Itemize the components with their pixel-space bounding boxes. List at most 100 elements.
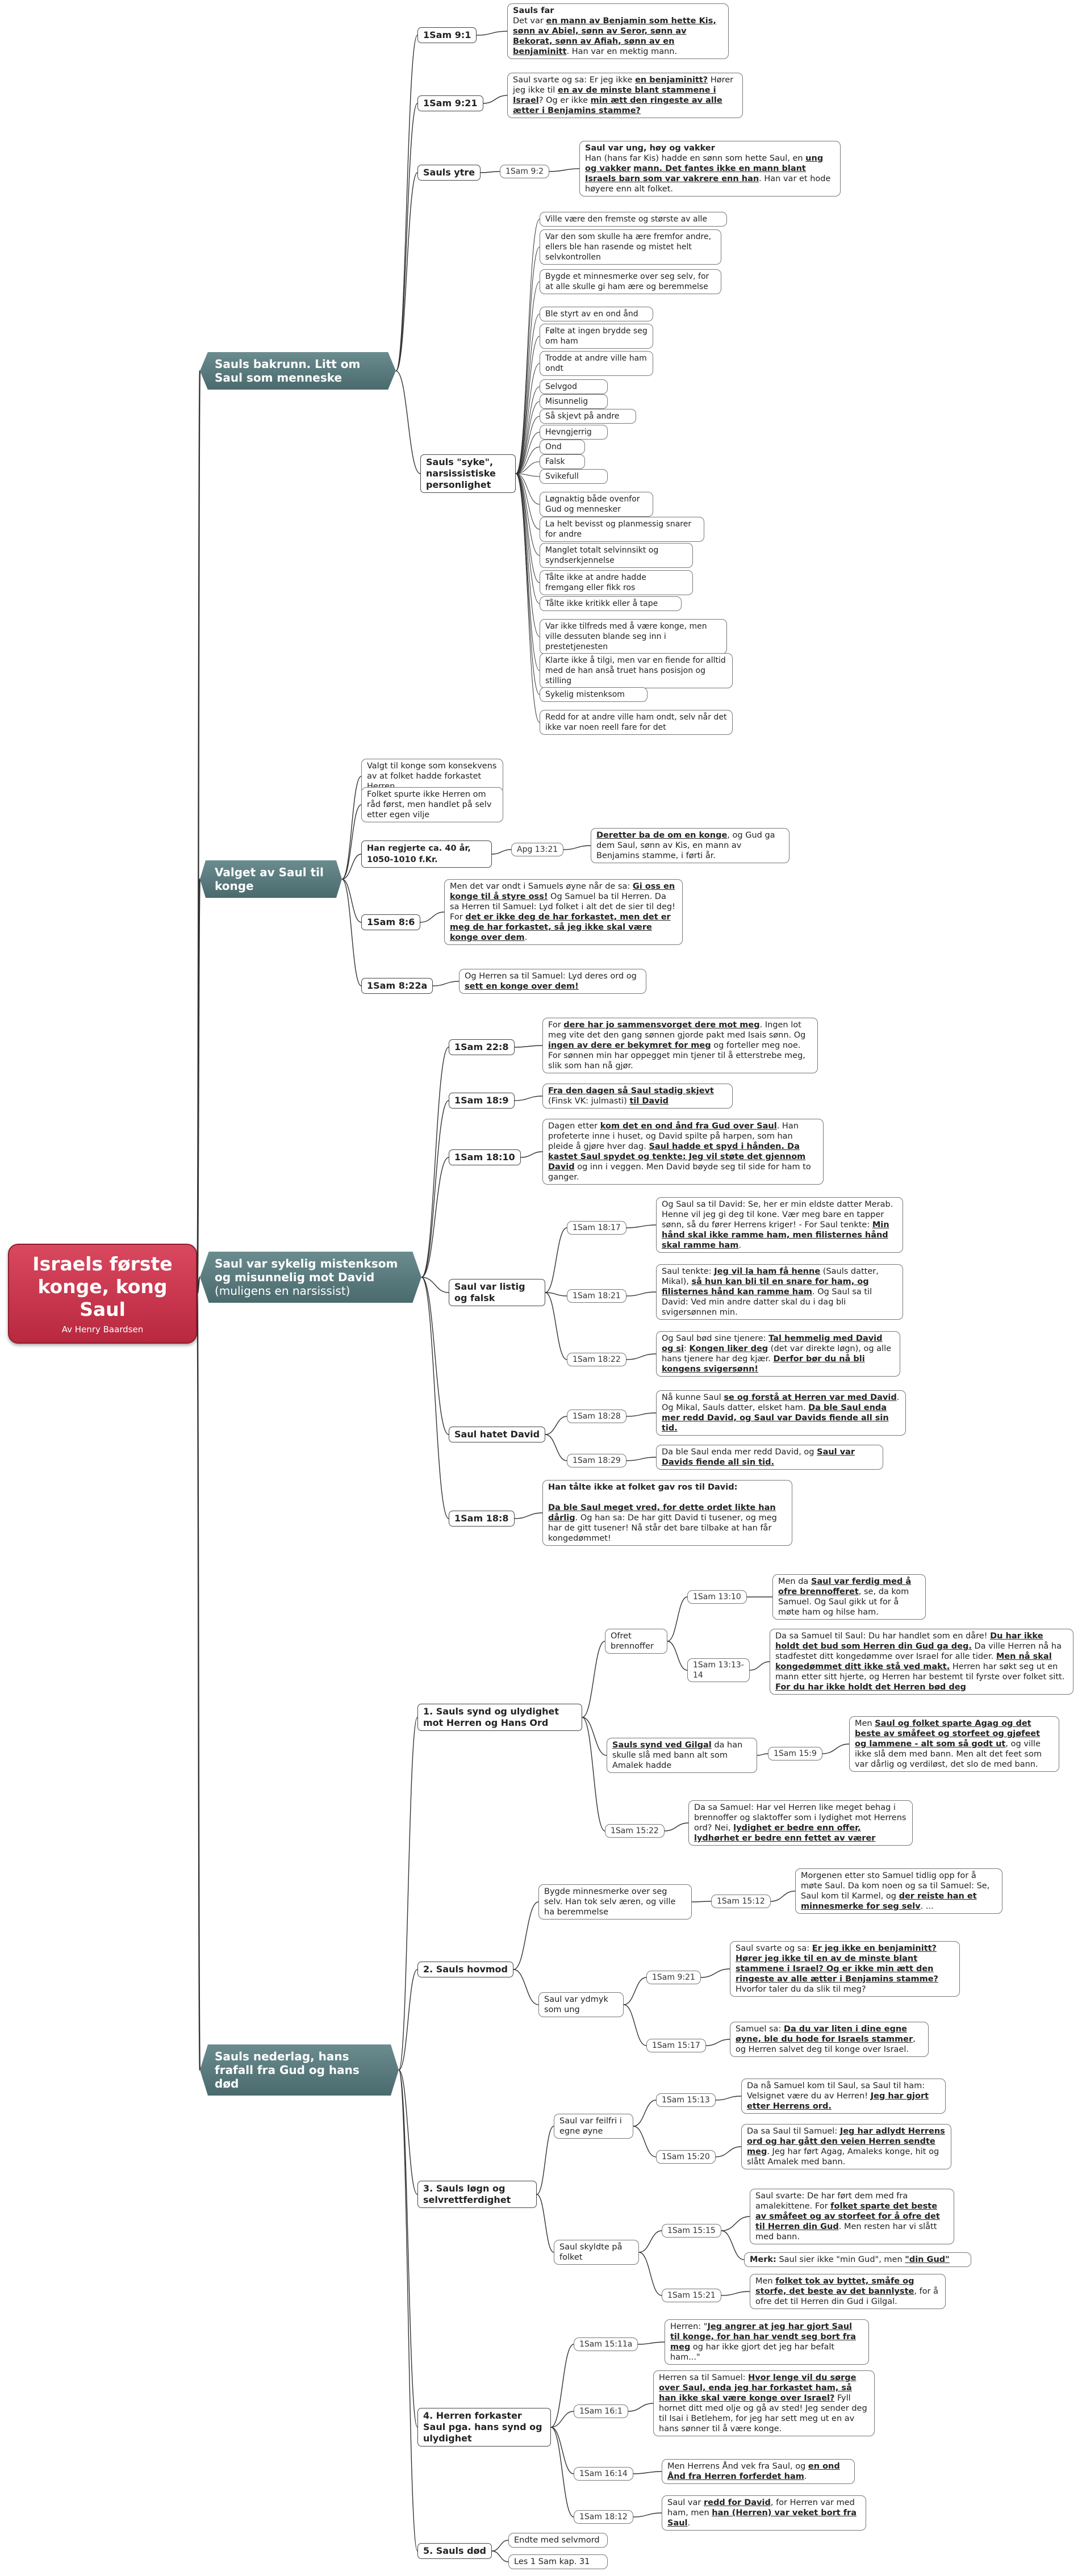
branch-valget[interactable]: Valget av Saul til konge	[200, 860, 342, 898]
note-1sam-15-9: Men Saul og folket sparte Agag og det be…	[849, 1716, 1059, 1772]
trait-4: Ble styrt av en ond ånd	[540, 307, 653, 321]
topic-synd-ulydighet[interactable]: 1. Sauls synd og ulydighet mot Herren og…	[417, 1704, 582, 1731]
ref-1sam-15-11a[interactable]: 1Sam 15:11a	[574, 2337, 638, 2351]
trait-2: Var den som skulle ha ære fremfor andre,…	[540, 229, 721, 265]
topic-sauls-ytre[interactable]: Sauls ytre	[417, 165, 481, 181]
trait-7: Selvgod	[540, 379, 608, 394]
topic-1sam-18-10[interactable]: 1Sam 18:10	[449, 1149, 521, 1165]
branch-background[interactable]: Sauls bakrunn. Litt om Saul som menneske	[200, 352, 396, 390]
trait-18: Tålte ikke kritikk eller å tape	[540, 596, 682, 611]
ref-1sam-16-1[interactable]: 1Sam 16:1	[574, 2404, 628, 2418]
trait-10: Hevngjerrig	[540, 425, 608, 440]
ref-1sam-15-17[interactable]: 1Sam 15:17	[646, 2039, 706, 2052]
ref-1sam-18-12[interactable]: 1Sam 18:12	[574, 2510, 633, 2524]
note-1sam-13-13: Da sa Samuel til Saul: Du har handlet so…	[770, 1629, 1073, 1695]
note-1sam-8-6: Men det var ondt i Samuels øyne når de s…	[444, 879, 683, 945]
note-1sam-18-12: Saul var redd for David, for Herren var …	[662, 2495, 866, 2531]
topic-1sam-9-21[interactable]: 1Sam 9:21	[417, 95, 483, 111]
ref-1sam-18-21[interactable]: 1Sam 18:21	[567, 1289, 626, 1303]
topic-dod[interactable]: 5. Sauls død	[417, 2543, 492, 2559]
topic-1sam-9-1[interactable]: 1Sam 9:1	[417, 27, 477, 43]
trait-14: Løgnaktig både ovenfor Gud og mennesker	[540, 492, 653, 517]
ref-1sam-15-22[interactable]: 1Sam 15:22	[605, 1824, 665, 1838]
note-spurte: Folket spurte ikke Herren om råd først, …	[361, 787, 503, 822]
note-1sam-18-10: Dagen etter kom det en ond ånd fra Gud o…	[542, 1119, 824, 1185]
note-1sam-15-22: Da sa Samuel: Har vel Herren like meget …	[688, 1800, 913, 1846]
note-1sam-15-12: Morgenen etter sto Samuel tidlig opp for…	[795, 1868, 1002, 1914]
note-les-kap-31[interactable]: Les 1 Sam kap. 31	[508, 2554, 608, 2569]
trait-9: Så skjevt på andre	[540, 409, 636, 424]
ref-1sam-15-21[interactable]: 1Sam 15:21	[662, 2289, 721, 2302]
trait-19: Var ikke tilfreds med å være konge, men …	[540, 619, 727, 654]
trait-3: Bygde et minnesmerke over seg selv, for …	[540, 269, 721, 294]
topic-regjerte[interactable]: Han regjerte ca. 40 år, 1050-1010 f.Kr.	[361, 840, 492, 868]
branch-nederlag[interactable]: Sauls nederlag, hans frafall fra Gud og …	[200, 2044, 399, 2096]
ref-1sam-15-13[interactable]: 1Sam 15:13	[656, 2093, 716, 2107]
ref-1sam-15-15[interactable]: 1Sam 15:15	[662, 2224, 721, 2238]
ref-apg-13-21[interactable]: Apg 13:21	[511, 843, 564, 856]
trait-6: Trodde at andre ville ham ondt	[540, 351, 653, 376]
trait-22: Redd for at andre ville ham ondt, selv n…	[540, 710, 733, 735]
ref-1sam-18-17[interactable]: 1Sam 18:17	[567, 1221, 626, 1235]
ref-1sam-15-9[interactable]: 1Sam 15:9	[768, 1747, 822, 1760]
note-1sam-8-22a: Og Herren sa til Samuel: Lyd deres ord o…	[459, 969, 646, 994]
trait-8: Misunnelig	[540, 394, 608, 409]
ref-1sam-15-12[interactable]: 1Sam 15:12	[711, 1895, 771, 1908]
branch-mistenksom[interactable]: Saul var sykelig mistenksom og misunneli…	[200, 1252, 421, 1303]
synd-gilgal[interactable]: Sauls synd ved Gilgal da han skulle slå …	[607, 1738, 757, 1773]
topic-1sam-22-8[interactable]: 1Sam 22:8	[449, 1039, 515, 1055]
trait-5: Følte at ingen brydde seg om ham	[540, 324, 653, 349]
note-1sam-18-17: Og Saul sa til David: Se, her er min eld…	[656, 1197, 903, 1253]
topic-listig-falsk[interactable]: Saul var listig og falsk	[449, 1279, 545, 1306]
topic-narsissistisk[interactable]: Sauls "syke", narsissistiske personlighe…	[420, 454, 516, 493]
note-merk: Merk: Saul sier ikke "min Gud", men "din…	[744, 2252, 971, 2267]
trait-15: La helt bevisst og planmessig snarer for…	[540, 517, 704, 542]
topic-hatet-david[interactable]: Saul hatet David	[449, 1427, 546, 1442]
branch-mistenksom-label: Saul var sykelig mistenksom og misunneli…	[215, 1257, 398, 1284]
ydmyk-som-ung[interactable]: Saul var ydmyk som ung	[538, 1992, 624, 2017]
ref-1sam-18-28[interactable]: 1Sam 18:28	[567, 1410, 626, 1423]
note-selvmord: Endte med selvmord	[508, 2533, 608, 2548]
topic-1sam-18-8[interactable]: 1Sam 18:8	[449, 1511, 515, 1527]
topic-forkaster[interactable]: 4. Herren forkaster Saul pga. hans synd …	[417, 2408, 551, 2447]
topic-1sam-18-9[interactable]: 1Sam 18:9	[449, 1093, 515, 1109]
note-1sam-18-22: Og Saul bød sine tjenere: Tal hemmelig m…	[656, 1331, 900, 1377]
ref-1sam-16-14[interactable]: 1Sam 16:14	[574, 2467, 633, 2481]
ref-1sam-15-20[interactable]: 1Sam 15:20	[656, 2150, 716, 2164]
root-author: Av Henry Baardsen	[61, 1324, 144, 1335]
note-1sam-9-21: Saul svarte og sa: Er jeg ikke en benjam…	[507, 73, 743, 118]
note-1sam-15-11a: Herren: "Jeg angrer at jeg har gjort Sau…	[665, 2319, 869, 2365]
feilfri-egne-oyne[interactable]: Saul var feilfri i egne øyne	[554, 2114, 633, 2139]
note-1sam-15-21: Men folket tok av byttet, småfe og storf…	[750, 2274, 946, 2309]
topic-logn[interactable]: 3. Sauls løgn og selvrettferdighet	[417, 2181, 537, 2208]
ref-1sam-18-29[interactable]: 1Sam 18:29	[567, 1454, 626, 1467]
ref-1sam-13-13[interactable]: 1Sam 13:13-14	[687, 1658, 750, 1682]
topic-hovmod[interactable]: 2. Sauls hovmod	[417, 1962, 513, 1977]
ref-1sam-13-10[interactable]: 1Sam 13:10	[687, 1590, 747, 1604]
note-1sam-15-20: Da sa Saul til Samuel: Jeg har adlydt He…	[741, 2124, 951, 2169]
trait-11: Ond	[540, 440, 585, 454]
note-1sam-15-13: Da nå Samuel kom til Saul, sa Saul til h…	[741, 2079, 946, 2114]
ref-1sam-9-2[interactable]: 1Sam 9:2	[500, 165, 549, 178]
trait-13: Svikefull	[540, 469, 608, 484]
trait-20: Klarte ikke å tilgi, men var en fiende f…	[540, 653, 733, 688]
topic-1sam-8-22a[interactable]: 1Sam 8:22a	[361, 978, 433, 994]
ref-1sam-9-21b[interactable]: 1Sam 9:21	[646, 1971, 701, 1984]
ref-1sam-18-22[interactable]: 1Sam 18:22	[567, 1353, 626, 1366]
note-1sam-22-8: For dere har jo sammensvorget dere mot m…	[542, 1018, 818, 1073]
trait-16: Manglet totalt selvinnsikt og syndserkje…	[540, 543, 693, 568]
bygde-minnesmerke[interactable]: Bygde minnesmerke over seg selv. Han tok…	[538, 1884, 692, 1920]
note-1sam-18-29: Da ble Saul enda mer redd David, og Saul…	[656, 1445, 883, 1470]
trait-21: Sykelig mistenksom	[540, 687, 647, 702]
skyldte-pa-folket[interactable]: Saul skyldte på folket	[554, 2240, 639, 2265]
ofret-brennoffer[interactable]: Ofret brennoffer	[605, 1629, 667, 1654]
topic-1sam-8-6[interactable]: 1Sam 8:6	[361, 914, 421, 930]
note-1sam-18-9: Fra den dagen så Saul stadig skjevt (Fin…	[542, 1084, 733, 1109]
trait-17: Tålte ikke at andre hadde fremgang eller…	[540, 570, 693, 595]
note-1sam-18-8: Han tålte ikke at folket gav ros til Dav…	[542, 1480, 792, 1546]
